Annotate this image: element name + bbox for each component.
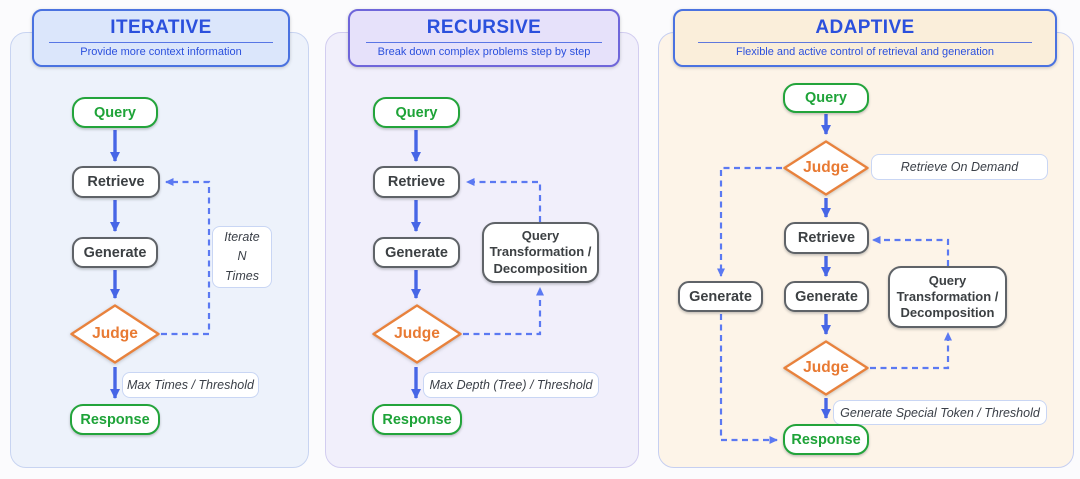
judge-label: Judge xyxy=(394,325,440,342)
adaptive-node-response: Response xyxy=(783,424,869,455)
judge-label: Judge xyxy=(92,325,138,342)
iterative-header: ITERATIVE Provide more context informati… xyxy=(32,9,290,67)
adaptive-loop-arrow-judge-transform xyxy=(870,332,952,370)
judge-diamond-shape xyxy=(782,139,870,197)
adaptive-node-judge-bottom: Judge xyxy=(782,339,870,397)
recursive-node-judge: Judge xyxy=(371,303,463,365)
iterative-loop-note: Iterate N Times xyxy=(212,226,272,288)
iterative-node-response: Response xyxy=(70,404,160,435)
iterative-title: ITERATIVE xyxy=(110,16,212,38)
judge-diamond-shape xyxy=(782,339,870,397)
iterative-exit-note: Max Times / Threshold xyxy=(122,372,259,398)
adaptive-node-retrieve: Retrieve xyxy=(784,222,869,254)
iterative-node-retrieve: Retrieve xyxy=(72,166,160,198)
adaptive-bypass-arrow-judge-generate xyxy=(717,166,782,277)
title-underline xyxy=(366,41,602,44)
adaptive-node-generate: Generate xyxy=(784,281,869,312)
recursive-title: RECURSIVE xyxy=(426,16,542,38)
title-underline xyxy=(49,41,273,44)
judge-diamond-shape xyxy=(69,303,161,365)
recursive-exit-note: Max Depth (Tree) / Threshold xyxy=(423,372,599,398)
title-underline xyxy=(697,41,1033,44)
adaptive-subtitle: Flexible and active control of retrieval… xyxy=(735,46,995,59)
adaptive-node-generate-left: Generate xyxy=(678,281,763,312)
adaptive-judge-note: Retrieve On Demand xyxy=(871,154,1048,180)
iterative-node-query: Query xyxy=(72,97,158,128)
adaptive-bypass-arrow-generate-response xyxy=(719,314,778,444)
adaptive-loop-arrow-transform-retrieve xyxy=(872,236,950,266)
recursive-subtitle: Break down complex problems step by step xyxy=(377,46,591,59)
judge-label: Judge xyxy=(803,159,849,176)
adaptive-node-query-transformation: Query Transformation / Decomposition xyxy=(888,266,1007,328)
recursive-node-query: Query xyxy=(373,97,460,128)
recursive-node-query-transformation: Query Transformation / Decomposition xyxy=(482,222,599,283)
adaptive-node-query: Query xyxy=(783,83,869,113)
judge-diamond-shape xyxy=(371,303,463,365)
adaptive-exit-note: Generate Special Token / Threshold xyxy=(833,400,1047,425)
recursive-node-generate: Generate xyxy=(373,237,460,268)
iterative-loop-arrow-judge-retrieve xyxy=(161,178,211,336)
iterative-node-generate: Generate xyxy=(72,237,158,268)
recursive-loop-arrow-judge-transform xyxy=(463,287,544,336)
iterative-node-judge: Judge xyxy=(69,303,161,365)
recursive-loop-arrow-transform-retrieve xyxy=(466,178,542,222)
adaptive-title: ADAPTIVE xyxy=(815,16,915,38)
adaptive-node-judge-top: Judge xyxy=(782,139,870,197)
recursive-node-retrieve: Retrieve xyxy=(373,166,460,198)
iterative-subtitle: Provide more context information xyxy=(80,46,242,59)
recursive-node-response: Response xyxy=(372,404,462,435)
recursive-header: RECURSIVE Break down complex problems st… xyxy=(348,9,620,67)
judge-label: Judge xyxy=(803,359,849,376)
adaptive-header: ADAPTIVE Flexible and active control of … xyxy=(673,9,1057,67)
